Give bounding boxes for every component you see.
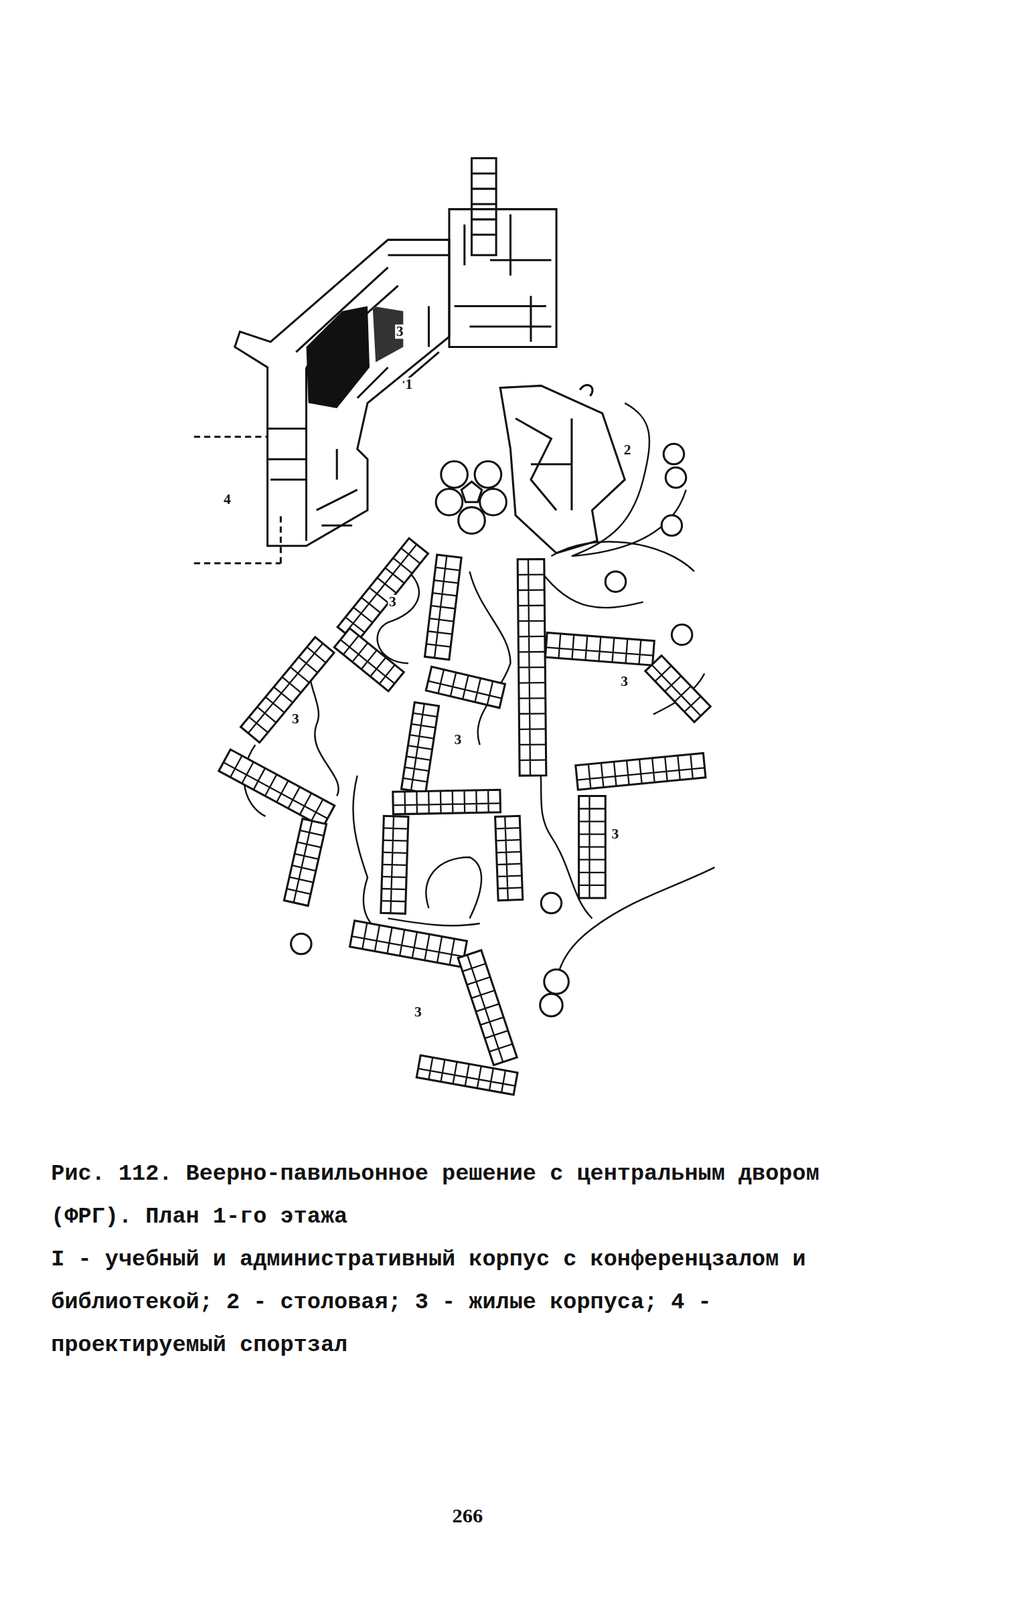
callout-number: 3 [413, 1005, 424, 1020]
room-partitions [426, 556, 460, 659]
wing-outline [334, 628, 404, 692]
room-partitions [286, 821, 324, 904]
footpaths [244, 403, 716, 981]
room-partitions [495, 816, 523, 901]
wing-outline [575, 753, 706, 790]
admin-building [234, 158, 557, 546]
wing-outline [457, 950, 517, 1066]
wing-outline [416, 1055, 518, 1096]
wing-outline [517, 559, 547, 776]
dining-building [500, 384, 625, 553]
callout-number: 3 [619, 674, 630, 689]
wing-outline [283, 819, 327, 907]
room-partitions [546, 634, 654, 665]
callout-number: 3 [387, 595, 398, 610]
wing-outline [425, 666, 505, 709]
room-partitions [223, 755, 329, 821]
wing-outline [337, 538, 428, 643]
page-number: 266 [452, 1505, 484, 1529]
room-partitions [351, 923, 464, 966]
room-partitions [428, 670, 503, 706]
room-partitions [652, 665, 701, 717]
room-partitions [418, 1057, 516, 1093]
wing-outline [544, 632, 655, 666]
residential-wings [218, 538, 711, 1096]
callout-number: 1 [404, 377, 414, 392]
wing-outline [392, 790, 501, 815]
callout-number: 3 [453, 733, 463, 748]
wing-outline [401, 702, 439, 793]
callout-number: 3 [610, 828, 620, 843]
room-partitions [462, 955, 513, 1063]
hall-fill [305, 305, 370, 408]
room-partitions [380, 816, 408, 914]
room-partitions [579, 796, 606, 898]
figure-caption: Рис. 112. Веерно-павильонное решение с ц… [50, 1153, 874, 1240]
wing-outline [350, 921, 468, 969]
room-partitions [345, 544, 421, 635]
wing-outline [380, 816, 409, 914]
trees [291, 443, 693, 1017]
callout-number: 3 [395, 324, 405, 339]
wing-outline [241, 637, 335, 744]
room-partitions [392, 790, 501, 815]
wing-outline [218, 749, 335, 828]
sports-hall-outline [194, 437, 282, 564]
room-partitions [340, 636, 395, 685]
room-partitions [248, 643, 327, 734]
room-partitions [517, 559, 546, 776]
wing-outline [579, 796, 606, 898]
room-partitions [577, 754, 705, 789]
wing-outline [424, 555, 462, 661]
wing-outline [645, 656, 711, 723]
callout-number: 2 [622, 443, 632, 458]
callout-number: 4 [222, 493, 232, 508]
wing-outline [495, 816, 523, 901]
callout-number: 3 [291, 712, 301, 727]
figure-key: I - учебный и административный корпус с … [50, 1239, 874, 1368]
room-partitions [403, 704, 438, 792]
